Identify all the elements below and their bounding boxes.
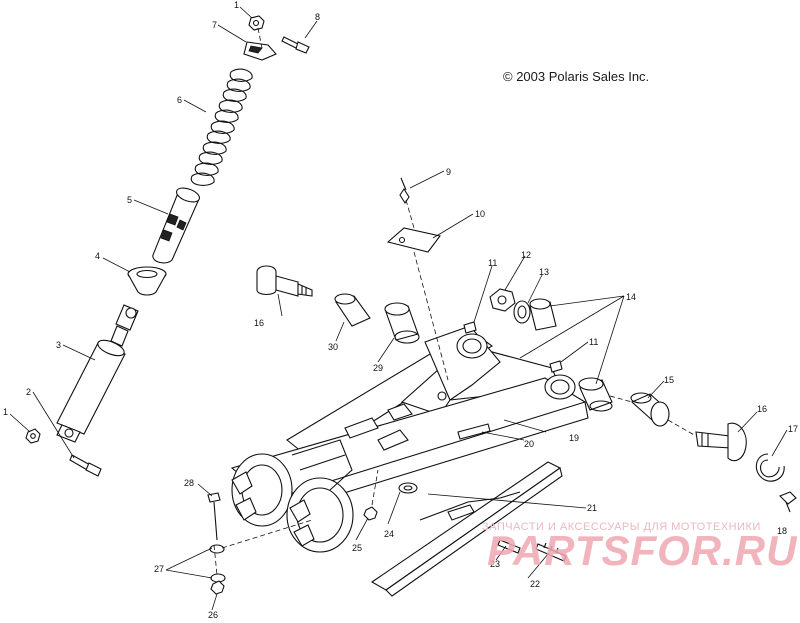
watermark-tagline: ЗАПЧАСТИ И АКСЕССУАРЫ ДЛЯ МОТОТЕХНИКИ (482, 521, 761, 533)
callout-14: 14 (626, 292, 636, 302)
alignment-line (257, 27, 263, 49)
pin-22 (535, 542, 567, 562)
snap-ring-17 (755, 453, 785, 482)
callout-21: 21 (587, 503, 597, 513)
nut-26 (210, 580, 225, 595)
nut-left (25, 428, 41, 444)
pin-23 (497, 539, 521, 554)
callout-16-right: 16 (757, 404, 767, 414)
shoulder-bolt-16-left (256, 265, 313, 297)
swing-arm-19 (230, 321, 589, 553)
callout-18: 18 (777, 526, 787, 536)
callout-7: 7 (212, 20, 217, 30)
sleeve-5 (152, 187, 201, 264)
alignment-line (405, 199, 415, 229)
washer-13 (513, 300, 531, 324)
alignment-line (609, 395, 633, 403)
cup-4 (127, 266, 167, 296)
spring-6 (190, 68, 253, 186)
callout-19: 19 (569, 433, 579, 443)
bolt-2 (69, 454, 102, 477)
washer-24 (398, 482, 418, 494)
callout-16-left: 16 (254, 318, 264, 328)
leader-lines (9, 6, 788, 611)
callout-2: 2 (26, 387, 31, 397)
pin-9 (399, 177, 410, 205)
callout-11-b: 11 (589, 337, 598, 347)
alignment-line (413, 251, 449, 381)
callout-9: 9 (446, 167, 451, 177)
watermark-logo: PARTSFOR.RU (487, 527, 798, 574)
callout-4: 4 (95, 251, 100, 261)
callout-30: 30 (328, 342, 338, 352)
bolt-28 (207, 492, 221, 541)
callout-15: 15 (664, 375, 674, 385)
callout-6: 6 (177, 95, 182, 105)
nut-25 (363, 506, 378, 521)
callout-20: 20 (524, 439, 534, 449)
callout-26: 26 (208, 610, 218, 618)
washer-27b (210, 573, 226, 583)
callout-3: 3 (56, 340, 61, 350)
callout-27: 27 (154, 564, 164, 574)
callout-8: 8 (315, 12, 320, 22)
callout-17: 17 (788, 424, 798, 434)
callout-12: 12 (521, 250, 531, 260)
washer-27a (209, 544, 225, 554)
callout-29: 29 (373, 363, 383, 373)
shoulder-bolt-16-right (695, 422, 747, 462)
bushing-14a (529, 298, 557, 331)
slide-rail-21 (370, 461, 563, 597)
callout-1-top: 1 (234, 0, 239, 10)
copyright-notice: © 2003 Polaris Sales Inc. (503, 69, 650, 84)
callout-10: 10 (475, 209, 485, 219)
callout-23: 23 (490, 559, 500, 569)
callout-13: 13 (539, 267, 549, 277)
alignment-line (667, 419, 697, 437)
callout-5: 5 (127, 195, 132, 205)
shock-absorber-3 (56, 304, 139, 443)
bushing-30 (334, 293, 371, 327)
nut-top (248, 15, 265, 31)
bushing-14b (578, 377, 613, 412)
callout-11-a: 11 (488, 258, 497, 268)
callout-24: 24 (384, 529, 394, 539)
bolt-18 (779, 491, 797, 513)
bracket-10 (386, 227, 441, 253)
alignment-line (213, 544, 218, 576)
nut-12 (489, 288, 516, 312)
bushing-15 (630, 392, 670, 427)
alignment-line (371, 469, 379, 506)
spring-retainer-7 (243, 41, 277, 61)
bushing-29 (384, 302, 420, 344)
callout-25: 25 (352, 543, 362, 553)
callout-28: 28 (184, 478, 194, 488)
bolt-8 (281, 36, 310, 54)
callout-22: 22 (530, 579, 540, 589)
callout-1-left: 1 (3, 407, 8, 417)
